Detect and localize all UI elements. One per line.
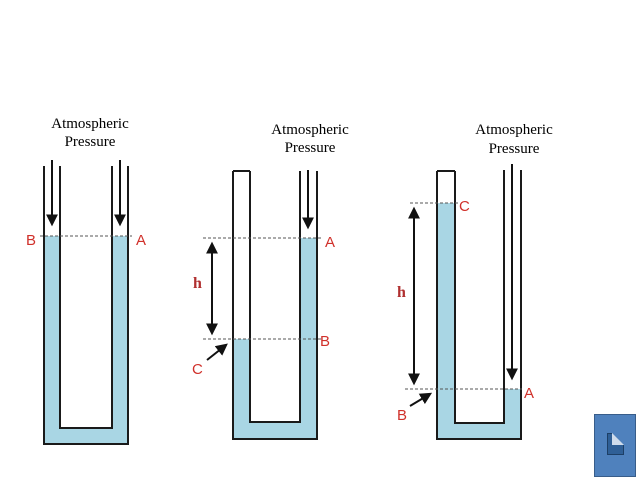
manometer-2: Atmospheric Pressure h A B C xyxy=(192,122,349,440)
m3-liquid xyxy=(437,203,521,439)
manometer-3: Atmospheric Pressure h C A B xyxy=(397,122,553,440)
document-icon xyxy=(607,433,624,455)
document-button[interactable] xyxy=(594,414,636,477)
m3-tube-outer xyxy=(436,170,522,440)
m2-tube-inner xyxy=(249,171,301,423)
m3-pressure-label-line1: Atmospheric xyxy=(475,122,553,138)
m3-pressure-label-line2: Pressure xyxy=(489,141,540,157)
m2-height-label: h xyxy=(193,275,202,292)
m3-height-label: h xyxy=(397,284,406,301)
m2-point-c-label: C xyxy=(192,361,203,378)
m2-point-a-label: A xyxy=(325,234,335,251)
m2-c-pointer xyxy=(206,343,228,361)
m2-pressure-label-line2: Pressure xyxy=(285,140,336,156)
m2-point-b-label: B xyxy=(320,333,330,350)
m2-tube-outer xyxy=(232,171,318,440)
m3-point-b-label: B xyxy=(397,407,407,424)
m1-point-b-label: B xyxy=(26,232,36,249)
m2-pressure-label-line1: Atmospheric xyxy=(271,122,349,138)
m1-point-a-label: A xyxy=(136,232,146,249)
m1-pressure-label-line1: Atmospheric xyxy=(51,116,129,132)
m1-pressure-label-line2: Pressure xyxy=(65,134,116,150)
m3-point-c-label: C xyxy=(459,198,470,215)
m1-liquid xyxy=(44,236,128,444)
manometer-1: Atmospheric Pressure B A xyxy=(26,116,146,445)
m3-b-pointer xyxy=(409,392,433,407)
m1-tube-inner xyxy=(59,166,113,429)
m3-tube-inner xyxy=(454,170,505,424)
m1-tube-outer xyxy=(43,166,129,445)
m3-point-a-label: A xyxy=(524,385,534,402)
